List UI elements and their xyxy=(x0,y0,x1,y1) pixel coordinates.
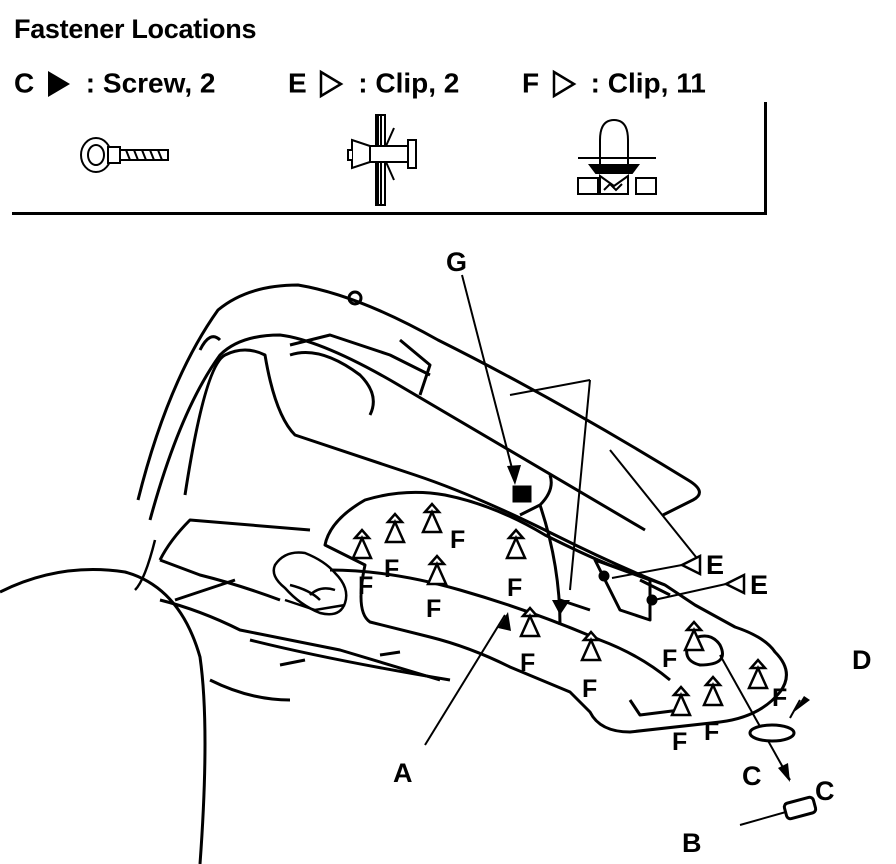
callout-f: F xyxy=(582,675,597,703)
legend-item-f-clip: F : Clip, 11 xyxy=(522,66,706,100)
callout-c-right: C xyxy=(815,776,835,806)
page-title: Fastener Locations xyxy=(14,14,257,44)
callout-f: F xyxy=(520,649,535,677)
legend-text: : Screw, 2 xyxy=(85,67,216,99)
legend-box xyxy=(12,102,767,215)
e-clip-markers xyxy=(679,553,746,596)
legend-text: : Clip, 11 xyxy=(590,67,706,99)
tailgate-frame xyxy=(136,283,701,702)
callout-f: F xyxy=(450,526,465,554)
callout-f: F xyxy=(662,645,677,673)
callout-f: F xyxy=(426,595,441,623)
legend-text: : Clip, 2 xyxy=(358,67,460,99)
callout-f: F xyxy=(704,718,719,746)
lamp-bracket xyxy=(272,551,348,616)
legend-item-e-clip: E : Clip, 2 xyxy=(288,66,459,100)
callout-f: F xyxy=(384,555,399,583)
outline-triangle-icon xyxy=(320,69,344,98)
callout-g: G xyxy=(446,247,467,277)
leader-lines xyxy=(424,274,801,826)
legend-letter: C xyxy=(14,67,35,99)
seat-outline xyxy=(0,568,207,864)
connector-g xyxy=(512,474,553,517)
callout-f: F xyxy=(507,574,522,602)
callout-e-upper: E xyxy=(706,550,724,580)
callout-c-left: C xyxy=(742,761,762,791)
filled-triangle-icon xyxy=(48,70,71,97)
part-d xyxy=(748,723,796,743)
legend-letter: F xyxy=(522,67,540,99)
callout-b: B xyxy=(682,828,702,858)
e-clip-icon xyxy=(347,114,417,206)
outline-triangle-icon xyxy=(552,69,577,98)
callout-f: F xyxy=(358,572,373,600)
callout-f: F xyxy=(672,728,687,756)
legend-item-screw: C : Screw, 2 xyxy=(14,66,216,100)
callout-a: A xyxy=(393,758,413,788)
callout-e-lower: E xyxy=(750,570,768,600)
part-b xyxy=(782,795,818,821)
legend-letter: E xyxy=(288,67,307,99)
f-clip-markers xyxy=(351,502,769,717)
f-clip-icon xyxy=(577,118,657,195)
callout-d: D xyxy=(852,645,872,675)
callout-f: F xyxy=(772,684,787,712)
screw-icon xyxy=(80,137,169,173)
